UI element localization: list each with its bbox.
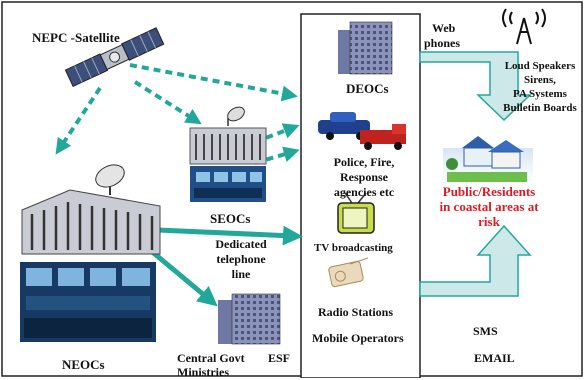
- dedicated-line-3: line: [231, 267, 251, 281]
- house-icon: [443, 136, 533, 182]
- deocs-label: DEOCs: [346, 81, 389, 96]
- deocs-building-icon: [338, 21, 393, 75]
- public-line-1: Public/Residents: [442, 184, 536, 199]
- dedicated-line-2: telephone: [216, 252, 266, 266]
- ministries-label: Ministries: [177, 365, 229, 379]
- police-line-2: Response: [339, 170, 388, 184]
- radio-label: Radio Stations: [318, 305, 394, 319]
- mobile-label: Mobile Operators: [312, 331, 404, 345]
- esf-label: ESF: [268, 351, 291, 365]
- seocs-label: SEOCs: [210, 211, 251, 226]
- central-govt-label: Central Govt: [177, 351, 245, 365]
- email-label: EMAIL: [474, 351, 515, 365]
- devices-line-2: Sirens,: [524, 74, 556, 86]
- sms-label: SMS: [473, 324, 498, 338]
- seocs-building-icon: [189, 106, 267, 165]
- police-line-1: Police, Fire,: [333, 155, 395, 169]
- devices-line-1: Loud Speakers: [504, 60, 576, 72]
- public-line-2: in coastal areas at: [439, 199, 539, 214]
- fire-truck-icon: [360, 124, 406, 150]
- seocs-control-room-photo: [190, 166, 266, 202]
- tv-icon: [337, 192, 375, 234]
- neocs-building-icon: [21, 164, 161, 255]
- police-car-icon: [318, 112, 370, 140]
- phones-label: phones: [424, 36, 461, 50]
- devices-line-3: PA Systems: [513, 88, 567, 100]
- central-govt-building-icon: [218, 293, 281, 345]
- neocs-label: NEOCs: [62, 357, 105, 372]
- neocs-control-room-photo: [20, 262, 156, 342]
- public-line-3: risk: [478, 214, 500, 229]
- police-line-3: agencies etc: [333, 185, 395, 199]
- devices-line-4: Bulletin Boards: [503, 102, 577, 114]
- radio-tower-icon: [502, 8, 546, 45]
- tv-label: TV broadcasting: [314, 242, 393, 254]
- web-label: Web: [432, 21, 456, 35]
- block-arrow-bottom: [419, 224, 532, 297]
- channels-box: [300, 13, 421, 378]
- block-arrow-top: [419, 51, 532, 122]
- neoc-links: [148, 225, 303, 307]
- satellite-icon: [64, 27, 165, 88]
- radio-icon: [328, 257, 369, 288]
- dedicated-line-1: Dedicated: [215, 237, 267, 251]
- satellite-label: NEPC -Satellite: [32, 30, 120, 45]
